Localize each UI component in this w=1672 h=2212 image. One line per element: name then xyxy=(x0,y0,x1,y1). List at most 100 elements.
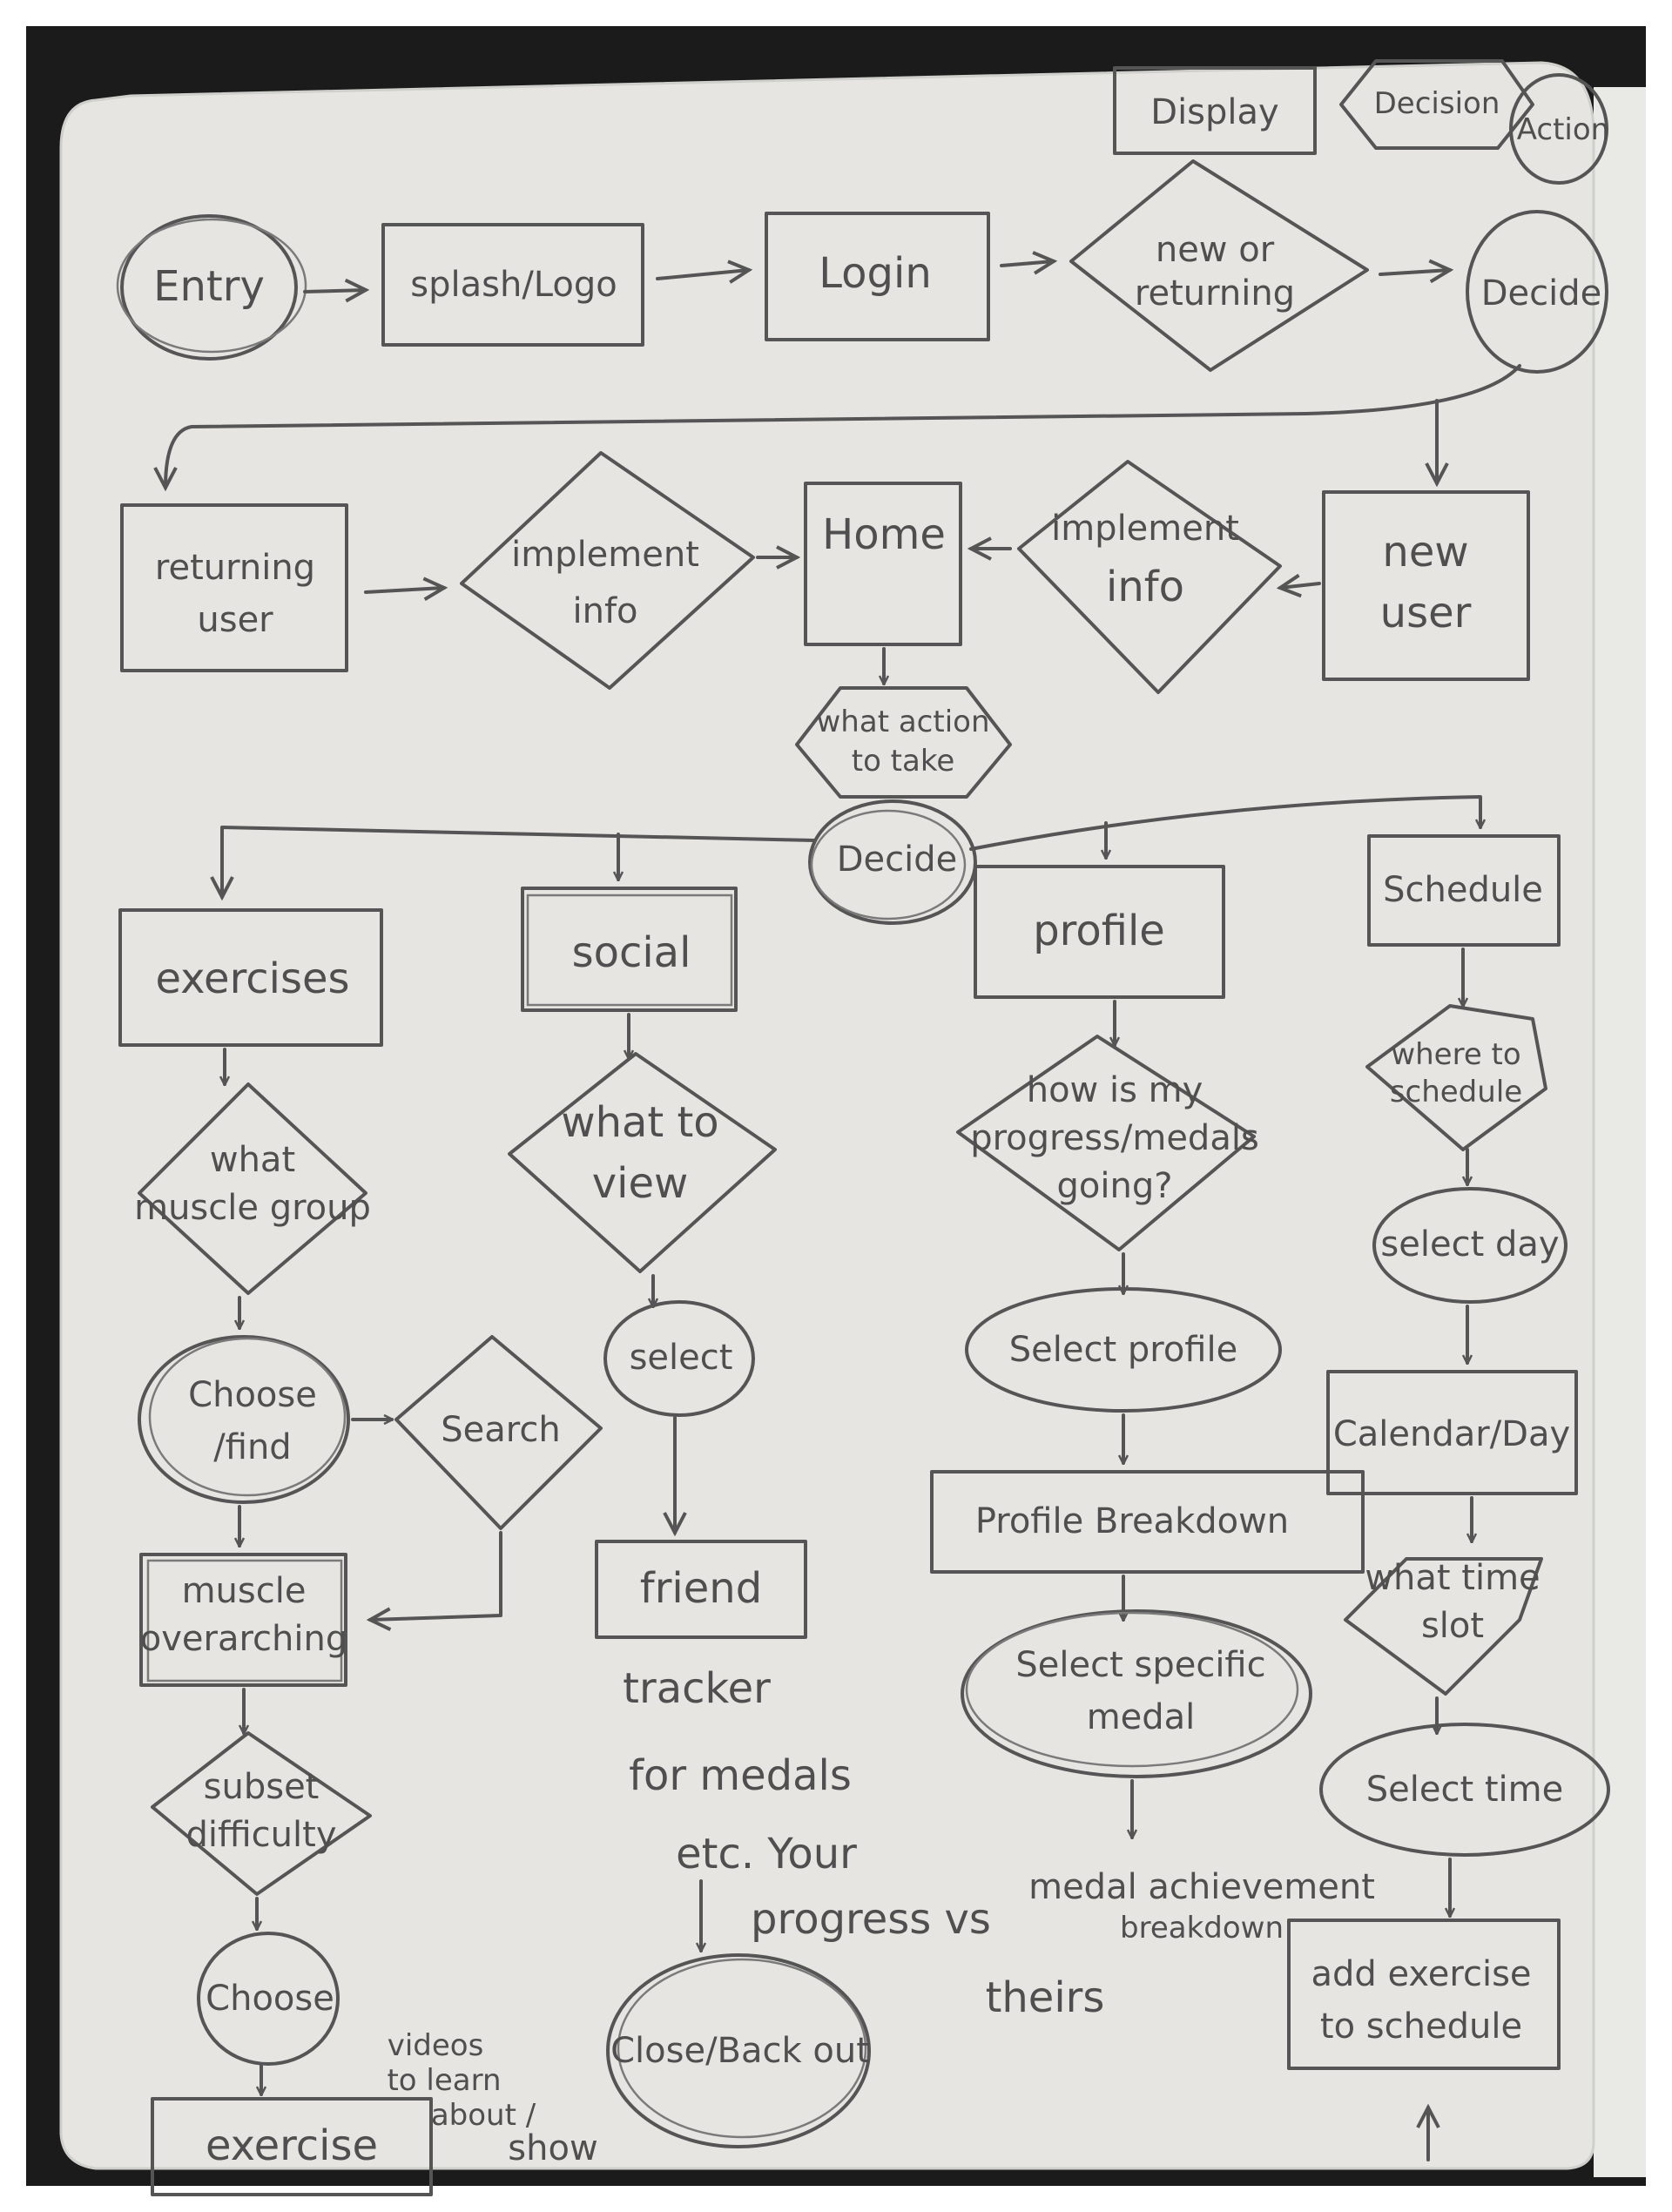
node-profile-label: profile xyxy=(1033,907,1165,955)
node-select-specific-medal-label-2: medal xyxy=(1087,1697,1196,1737)
node-muscle-overarching-label-2: overarching xyxy=(140,1619,347,1659)
node-social xyxy=(521,887,738,1012)
branch-profile: profile how is my progress/medals going?… xyxy=(930,865,1375,1946)
node-profile-breakdown xyxy=(930,1470,1365,1574)
social-note-1: tracker xyxy=(623,1664,771,1713)
connector-decide-returning xyxy=(165,364,1521,488)
node-select-profile xyxy=(965,1287,1282,1413)
node-exercises xyxy=(118,908,383,1047)
node-decide-top xyxy=(1466,210,1608,374)
node-how-is-progress-label-3: going? xyxy=(1057,1166,1173,1206)
exercise-note-2: to learn xyxy=(387,2063,501,2098)
node-decide-hub-label: Decide xyxy=(837,840,958,880)
node-what-to-view-label-1: what to xyxy=(561,1098,718,1147)
exercise-note-1: videos xyxy=(388,2028,484,2063)
node-choose-find-label-2: /find xyxy=(213,1427,291,1467)
node-choose-label: Choose xyxy=(206,1979,334,2019)
branch-social: social what to view select friend tracke… xyxy=(508,887,1105,2148)
node-search-label: Search xyxy=(441,1410,560,1450)
node-what-time-slot-label-1: what time xyxy=(1365,1558,1540,1598)
node-subset-difficulty-label-2: difficulty xyxy=(186,1815,337,1855)
node-profile xyxy=(974,865,1225,999)
node-close-back-out-label: Close/Back out xyxy=(610,2031,870,2071)
node-select-social xyxy=(603,1300,755,1417)
social-note-5: theirs xyxy=(986,1973,1105,2022)
node-muscle-overarching xyxy=(139,1553,347,1687)
node-schedule xyxy=(1367,834,1561,947)
node-new-user-label-2: user xyxy=(1380,589,1472,637)
node-schedule-label: Schedule xyxy=(1383,870,1543,910)
node-friend-label: friend xyxy=(640,1564,762,1613)
node-returning-user-label-2: user xyxy=(197,600,273,640)
node-new-user-label-1: new xyxy=(1382,528,1468,577)
node-choose-find-label-1: Choose xyxy=(188,1375,317,1415)
node-login-label: Login xyxy=(819,249,932,298)
node-search xyxy=(394,1335,603,1530)
node-what-to-view xyxy=(508,1052,777,1273)
node-new-or-returning-label-1: new or xyxy=(1156,230,1275,270)
node-what-muscle-group-label-2: muscle group xyxy=(134,1188,371,1228)
node-add-exercise-label-2: to schedule xyxy=(1320,2006,1522,2047)
node-implement-info-right-label-2: info xyxy=(1106,563,1184,611)
legend-decision-label: Decision xyxy=(1374,86,1500,121)
node-where-to-schedule-label-1: where to xyxy=(1391,1037,1520,1072)
node-social-label: social xyxy=(572,928,691,977)
node-splash-logo-label: splash/Logo xyxy=(410,265,617,305)
node-select-day xyxy=(1372,1187,1568,1304)
node-new-user xyxy=(1322,490,1530,681)
social-note-4: progress vs xyxy=(751,1895,991,1944)
legend-action-label: Action xyxy=(1517,112,1609,147)
medal-note-1: medal achievement xyxy=(1028,1867,1375,1907)
medal-note-2: breakdown xyxy=(1120,1911,1284,1946)
node-home-label: Home xyxy=(822,510,946,559)
node-decide-top-label: Decide xyxy=(1481,273,1602,314)
arrow-decision-decide xyxy=(1379,270,1450,274)
node-how-is-progress xyxy=(956,1035,1256,1251)
node-select-time xyxy=(1319,1723,1610,1857)
top-row: Entry splash/Logo Login new or returning… xyxy=(116,159,1608,374)
facing-page-edge xyxy=(1594,87,1646,2177)
node-implement-info-left-label-2: info xyxy=(572,591,637,631)
node-exercise-label: exercise xyxy=(206,2121,378,2170)
node-implement-info-right-label-1: implement xyxy=(1051,509,1239,549)
node-choose xyxy=(197,1932,340,2066)
node-select-time-label: Select time xyxy=(1366,1770,1563,1810)
node-select-specific-medal xyxy=(961,1609,1312,1778)
node-returning-user xyxy=(120,503,348,672)
node-muscle-overarching-label-1: muscle xyxy=(182,1571,307,1611)
node-implement-info-left xyxy=(460,451,755,690)
node-new-or-returning-label-2: returning xyxy=(1135,273,1295,314)
node-new-or-returning xyxy=(1069,159,1369,372)
node-where-to-schedule xyxy=(1365,1004,1547,1151)
node-what-muscle-group xyxy=(138,1082,367,1295)
exercise-note-4: show xyxy=(508,2128,597,2168)
node-decide-hub xyxy=(808,799,977,925)
branch-exercises: exercises what muscle group Choose /find… xyxy=(118,908,603,2196)
node-returning-user-label-1: returning xyxy=(155,548,315,588)
legend-display-label: Display xyxy=(1150,92,1278,132)
node-home xyxy=(804,482,962,646)
node-what-muscle-group-label-1: what xyxy=(210,1140,295,1180)
node-entry-label: Entry xyxy=(153,262,265,311)
legend: Display Decision Action xyxy=(1113,59,1609,185)
node-splash-logo xyxy=(381,223,644,347)
node-subset-difficulty-label-1: subset xyxy=(204,1767,320,1807)
node-select-profile-label: Select profile xyxy=(1009,1330,1237,1370)
node-calendar-day xyxy=(1326,1370,1578,1495)
social-note-3: etc. Your xyxy=(676,1830,857,1878)
node-add-exercise-label-1: add exercise xyxy=(1311,1954,1531,1994)
exercise-note-3: about / xyxy=(431,2098,536,2133)
node-login xyxy=(765,212,990,341)
node-what-time-slot xyxy=(1344,1557,1543,1696)
node-friend xyxy=(595,1540,807,1639)
node-how-is-progress-label-2: progress/medals xyxy=(970,1118,1259,1158)
node-select-specific-medal-label-1: Select specific xyxy=(1015,1645,1265,1685)
legend-display-box xyxy=(1113,66,1317,155)
node-what-time-slot-label-2: slot xyxy=(1421,1606,1484,1646)
node-calendar-day-label: Calendar/Day xyxy=(1333,1414,1570,1454)
node-what-to-view-label-2: view xyxy=(592,1159,689,1208)
node-what-action xyxy=(795,686,1012,799)
arrow-entry-splash xyxy=(303,290,366,292)
arrow-login-decision xyxy=(1000,261,1054,266)
